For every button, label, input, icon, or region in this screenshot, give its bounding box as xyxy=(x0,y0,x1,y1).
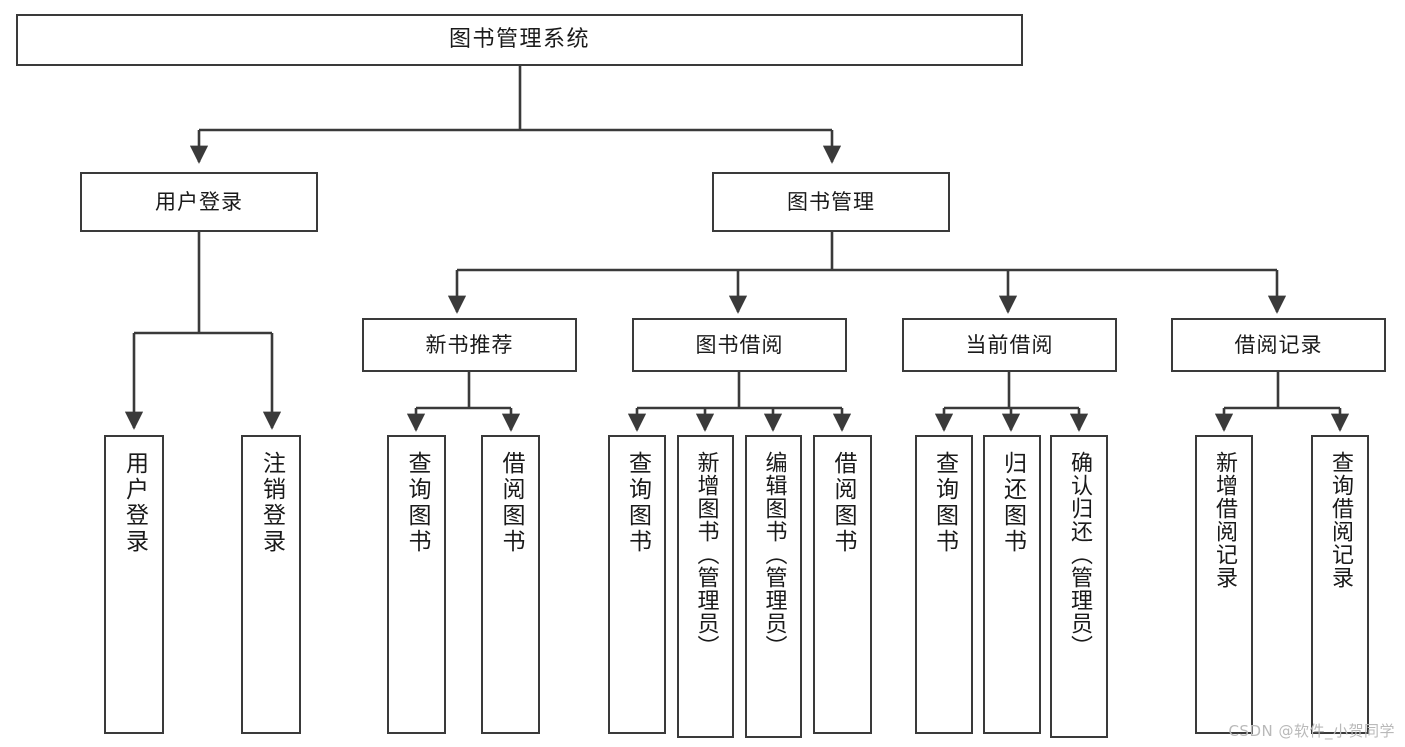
node-leaf-add-book-label: 新增图书（管理员） xyxy=(693,451,719,658)
node-new-book-recommend-label: 新书推荐 xyxy=(425,332,514,357)
node-leaf-borrow-book-1-label: 借阅图书 xyxy=(498,451,524,555)
node-leaf-edit-book-label: 编辑图书（管理员） xyxy=(761,451,787,658)
node-leaf-query-book-2[interactable]: 查询图书 xyxy=(608,435,666,734)
node-book-borrow-label: 图书借阅 xyxy=(695,332,784,357)
node-borrow-record-label: 借阅记录 xyxy=(1234,332,1323,357)
node-leaf-return-book-label: 归还图书 xyxy=(999,451,1026,555)
node-leaf-user-logout[interactable]: 注销登录 xyxy=(241,435,301,734)
node-leaf-add-record[interactable]: 新增借阅记录 xyxy=(1195,435,1253,734)
node-leaf-user-login-label: 用户登录 xyxy=(121,451,148,555)
node-leaf-confirm-return-label: 确认归还（管理员） xyxy=(1067,451,1092,658)
node-leaf-borrow-book-1[interactable]: 借阅图书 xyxy=(481,435,540,734)
node-leaf-add-book[interactable]: 新增图书（管理员） xyxy=(677,435,734,738)
node-leaf-user-login[interactable]: 用户登录 xyxy=(104,435,164,734)
node-leaf-user-logout-label: 注销登录 xyxy=(258,451,285,555)
node-leaf-query-book-1[interactable]: 查询图书 xyxy=(387,435,446,734)
node-book-management-label: 图书管理 xyxy=(787,189,875,214)
node-leaf-query-book-2-label: 查询图书 xyxy=(624,451,651,555)
node-root[interactable]: 图书管理系统 xyxy=(16,14,1023,66)
node-book-borrow[interactable]: 图书借阅 xyxy=(632,318,847,372)
node-leaf-edit-book[interactable]: 编辑图书（管理员） xyxy=(745,435,802,738)
node-user-login[interactable]: 用户登录 xyxy=(80,172,318,232)
node-leaf-borrow-book-2-label: 借阅图书 xyxy=(830,451,856,555)
node-current-borrow[interactable]: 当前借阅 xyxy=(902,318,1117,372)
node-leaf-borrow-book-2[interactable]: 借阅图书 xyxy=(813,435,872,734)
csdn-watermark: CSDN @软件_小贺同学 xyxy=(1228,722,1395,740)
node-user-login-label: 用户登录 xyxy=(155,189,243,214)
node-leaf-add-record-label: 新增借阅记录 xyxy=(1212,451,1237,589)
node-book-management[interactable]: 图书管理 xyxy=(712,172,950,232)
node-leaf-query-book-3-label: 查询图书 xyxy=(931,451,958,555)
node-leaf-query-book-3[interactable]: 查询图书 xyxy=(915,435,973,734)
node-leaf-query-record-label: 查询借阅记录 xyxy=(1328,451,1353,589)
node-leaf-return-book[interactable]: 归还图书 xyxy=(983,435,1041,734)
node-borrow-record[interactable]: 借阅记录 xyxy=(1171,318,1386,372)
node-new-book-recommend[interactable]: 新书推荐 xyxy=(362,318,577,372)
node-current-borrow-label: 当前借阅 xyxy=(965,332,1054,357)
node-leaf-confirm-return[interactable]: 确认归还（管理员） xyxy=(1050,435,1108,738)
node-root-label: 图书管理系统 xyxy=(448,27,590,53)
node-leaf-query-book-1-label: 查询图书 xyxy=(404,451,430,555)
node-leaf-query-record[interactable]: 查询借阅记录 xyxy=(1311,435,1369,734)
